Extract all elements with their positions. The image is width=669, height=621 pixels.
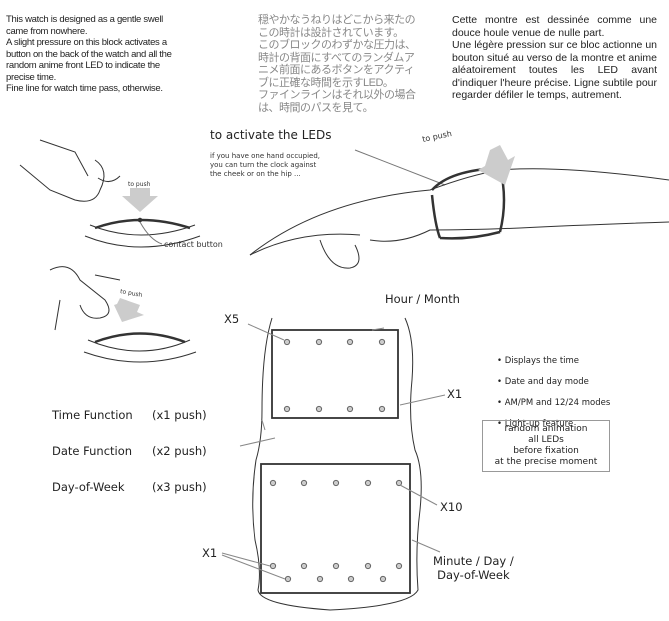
led-dot bbox=[284, 575, 292, 583]
random-animation-box: random animation all LEDs before fixatio… bbox=[482, 420, 610, 472]
finger-sketch-top bbox=[19, 139, 201, 248]
led-dot bbox=[283, 338, 291, 346]
led-dot bbox=[395, 562, 403, 570]
led-dot bbox=[316, 575, 324, 583]
feature-item: • Light-up feature bbox=[497, 418, 574, 429]
one-hand-note: if you have one hand occupied, you can t… bbox=[210, 152, 320, 178]
activate-leds-title: to activate the LEDs bbox=[210, 128, 332, 142]
led-dot bbox=[395, 479, 403, 487]
led-dot bbox=[300, 562, 308, 570]
feature-item: • Displays the time bbox=[497, 355, 580, 366]
function-list: Time Function(x1 push) Date Function(x2 … bbox=[52, 394, 207, 508]
hour-month-label: Hour / Month bbox=[385, 292, 460, 306]
led-dot bbox=[379, 575, 387, 583]
intro-french: Cette montre est dessinée comme une douc… bbox=[452, 14, 657, 101]
x1-bottom-label: X1 bbox=[202, 546, 218, 560]
feature-item: • AM/PM and 12/24 modes bbox=[497, 397, 611, 408]
finger-sketch-bottom bbox=[49, 266, 197, 363]
led-dot bbox=[378, 405, 386, 413]
push-label-top: to push bbox=[128, 181, 151, 188]
led-dot bbox=[332, 479, 340, 487]
led-dot bbox=[332, 562, 340, 570]
feature-item: • Date and day mode bbox=[497, 376, 589, 387]
led-dot bbox=[364, 479, 372, 487]
led-dot bbox=[283, 405, 291, 413]
function-time: Time Function(x1 push) bbox=[52, 408, 207, 422]
contact-button-label: contact button bbox=[164, 240, 223, 249]
led-dot bbox=[315, 405, 323, 413]
watch-body-outline bbox=[252, 317, 422, 611]
led-dot bbox=[300, 479, 308, 487]
hour-month-panel bbox=[271, 329, 399, 419]
minute-day-panel bbox=[260, 463, 411, 594]
minute-day-label: Minute / Day / Day-of-Week bbox=[433, 554, 514, 582]
x1-top-label: X1 bbox=[447, 387, 463, 401]
led-dot bbox=[346, 338, 354, 346]
x10-label: X10 bbox=[440, 500, 463, 514]
intro-english: This watch is designed as a gentle swell… bbox=[6, 14, 172, 94]
led-dot bbox=[364, 562, 372, 570]
led-dot bbox=[347, 575, 355, 583]
function-day-of-week: Day-of-Week(x3 push) bbox=[52, 480, 207, 494]
led-dot bbox=[346, 405, 354, 413]
function-date: Date Function(x2 push) bbox=[52, 444, 207, 458]
led-dot bbox=[315, 338, 323, 346]
x5-label: X5 bbox=[224, 312, 240, 326]
led-dot bbox=[378, 338, 386, 346]
arm-sketch bbox=[249, 145, 669, 269]
intro-japanese: 穏やかなうねりはどこから来たのこの時計は設計されています。 このブロックのわずか… bbox=[258, 14, 416, 114]
led-dot bbox=[269, 479, 277, 487]
feature-list: • Displays the time • Date and day mode … bbox=[497, 345, 610, 440]
led-dot bbox=[269, 562, 277, 570]
